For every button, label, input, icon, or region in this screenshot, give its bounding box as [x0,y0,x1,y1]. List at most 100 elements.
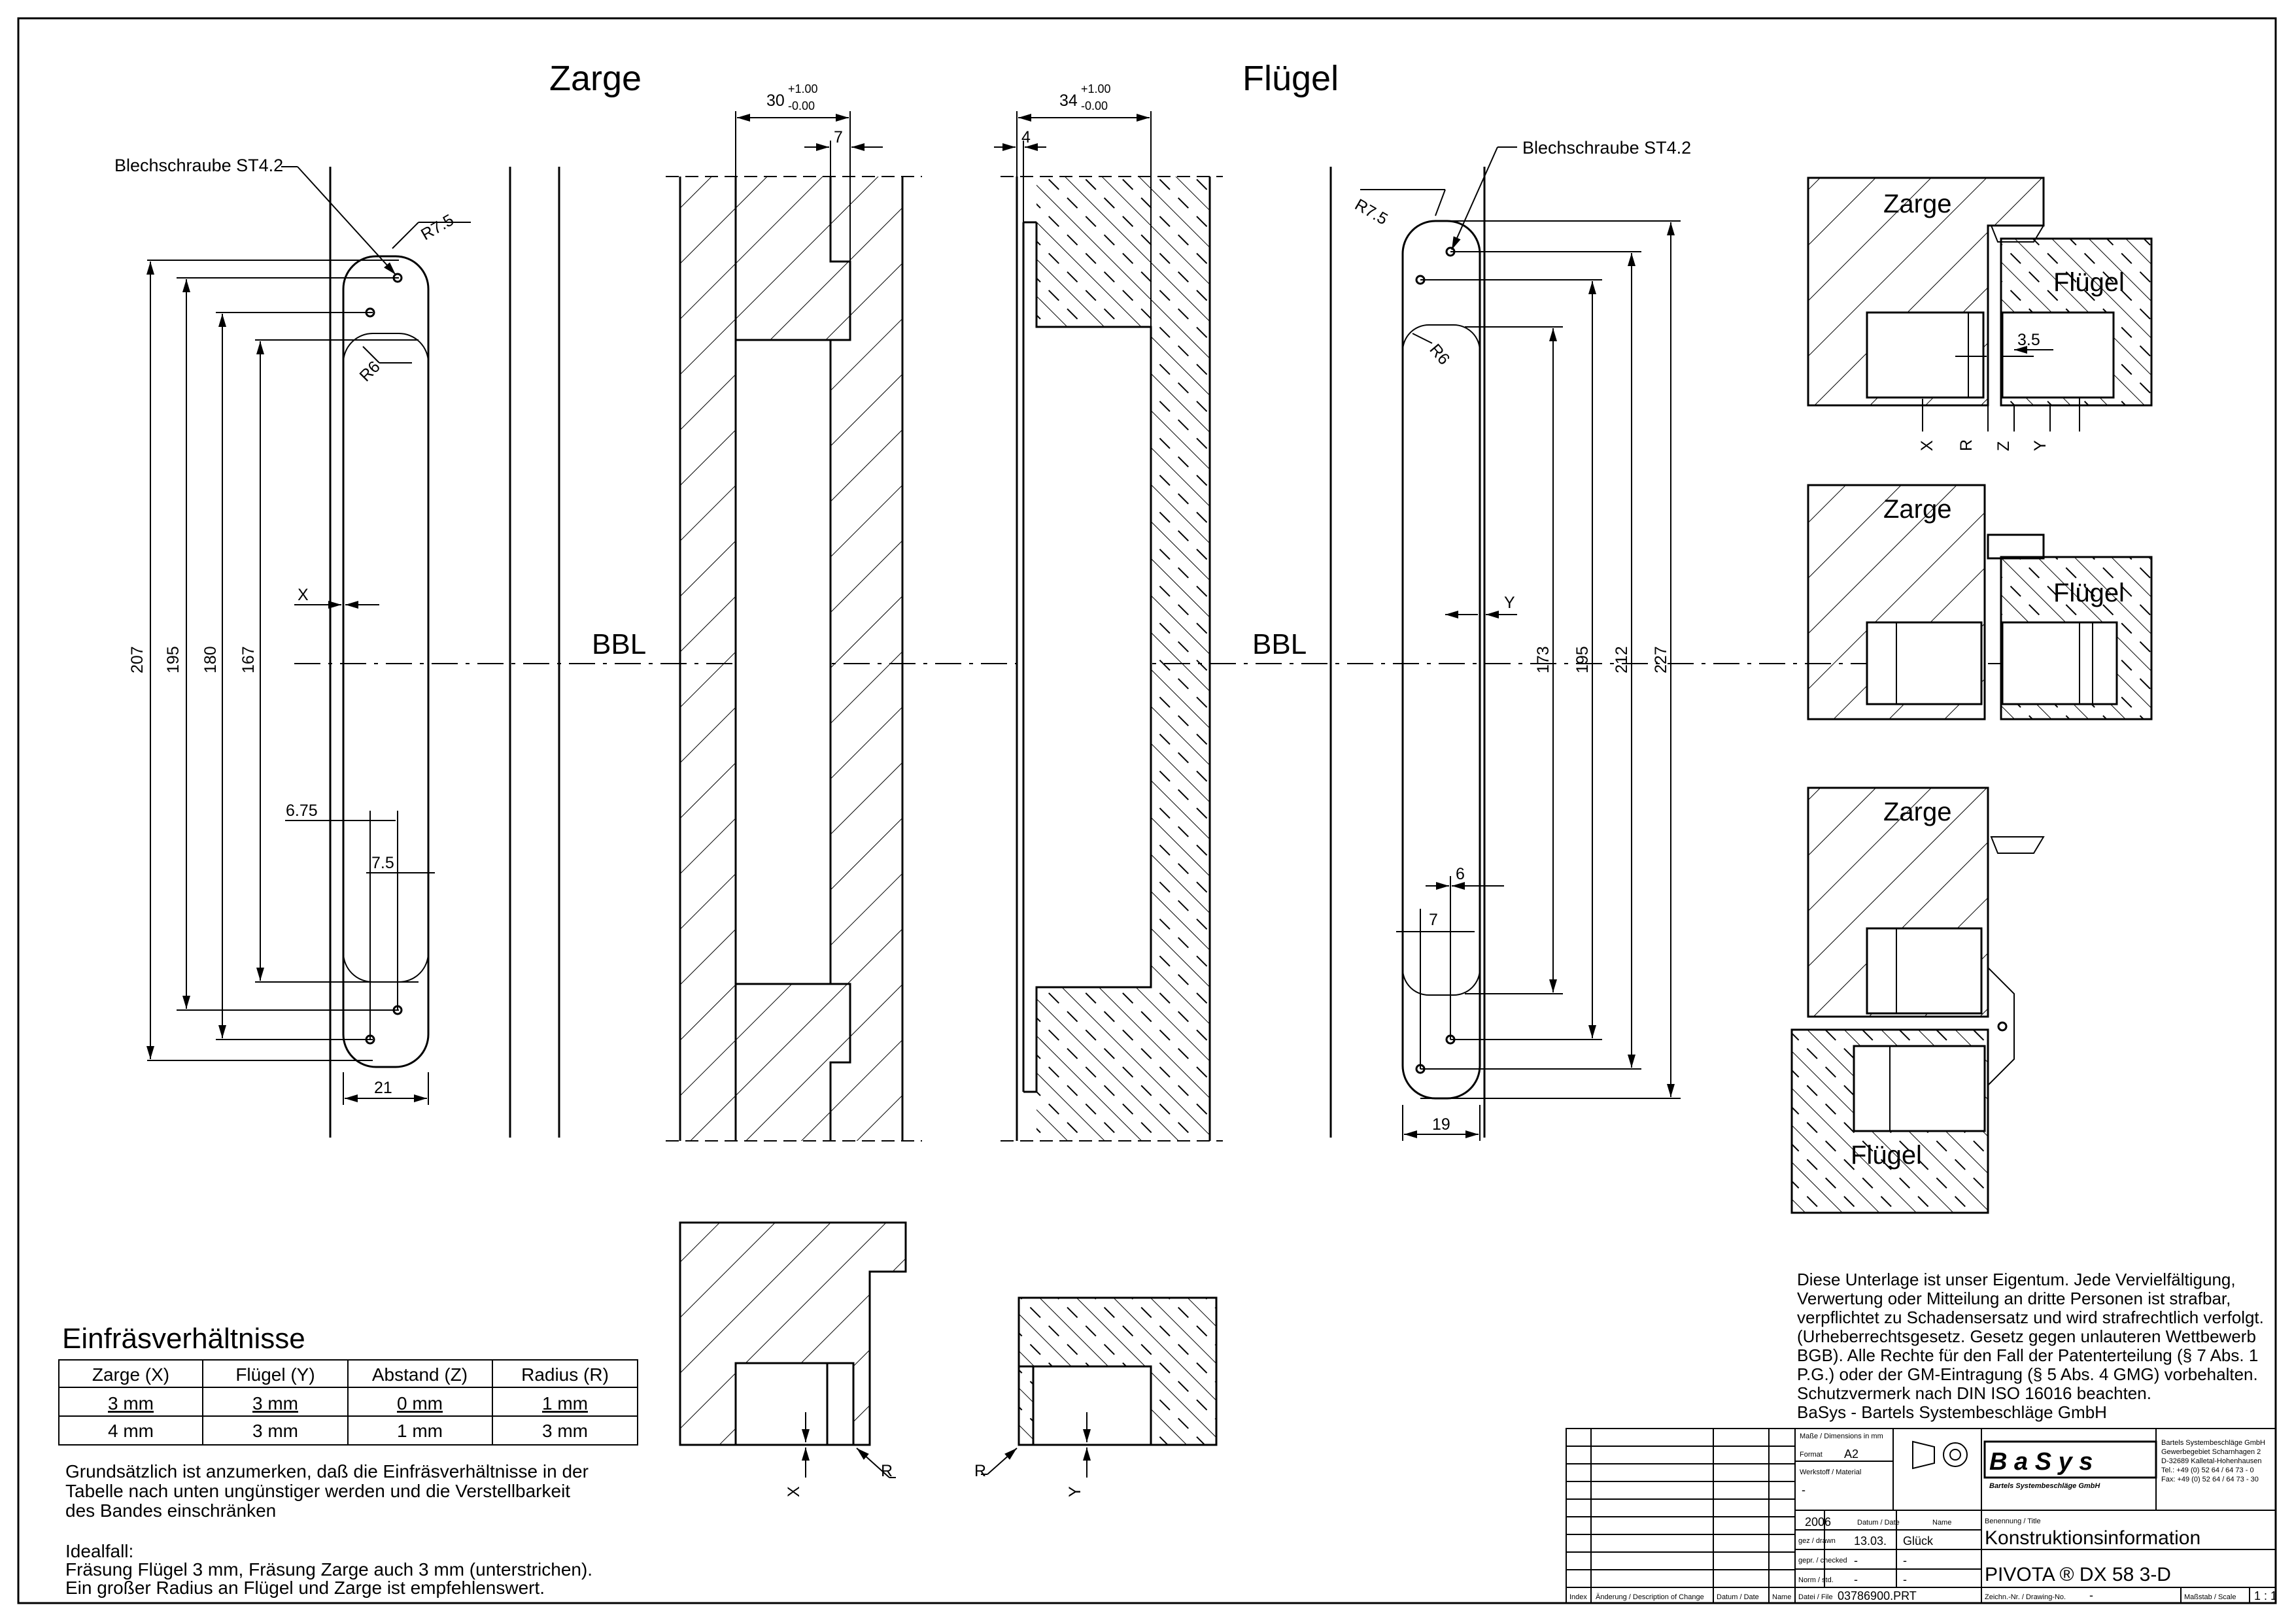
tb-company-line: D-32689 Kalletal-Hohenhausen [2161,1457,2262,1465]
tb-logo: B a S y s [1989,1448,2093,1476]
detail2-fluegel-label: Flügel [2053,579,2125,607]
dim-34-tol-down: -0.00 [1081,99,1108,112]
zarge-section [666,111,922,1142]
screw-label-right: Blechschraube ST4.2 [1522,138,1691,158]
zarge-plate-view [146,166,560,1138]
tb-massstab-label: Maßstab / Scale [2184,1593,2236,1601]
tb-werkstoff-label: Werkstoff / Material [1800,1468,1861,1476]
dim-75-left: 7.5 [371,854,394,872]
tb-logo-sub: Bartels Systembeschläge GmbH [1989,1482,2100,1490]
tb-datei-label: Datei / File [1798,1593,1833,1601]
milling-header-zarge: Zarge (X) [92,1364,169,1385]
dim-173: 173 [1534,646,1552,673]
tb-name-label: Name [1932,1519,1951,1527]
dim-x-left: X [298,586,309,604]
copyright-line: P.G.) oder der GM-Eintragung (§ 5 Abs. 4… [1797,1364,2258,1384]
dim-19: 19 [1432,1115,1450,1134]
tb-datei-value: 03786900.PRT [1838,1589,1917,1602]
dim-r-fluegel: R [974,1462,986,1480]
tb-gepr-label: gepr. / checked [1798,1557,1847,1565]
milling-cell: 0 mm [397,1393,443,1413]
fluegel-section [994,111,1223,1142]
detail-view-2 [1807,484,2153,720]
tb-year: 2006 [1805,1515,1831,1529]
tb-title-2: PIVOTA ® DX 58 3-D [1985,1564,2171,1585]
note-line: Tabelle nach unten ungünstiger werden un… [65,1481,570,1501]
detail1-dim-35: 3.5 [2017,331,2040,349]
dim-7-mid: 7 [834,128,843,146]
tb-gez-name: Glück [1903,1534,1934,1548]
note-line: Idealfall: [65,1541,133,1561]
milling-header-radius: Radius (R) [521,1364,609,1385]
milling-cell: 1 mm [542,1393,588,1413]
tb-company-line: Gewerbegebiet Scharnhagen 2 [2161,1448,2261,1456]
tb-format-label: Format [1800,1451,1823,1459]
zarge-milling-detail [679,1221,907,1478]
screw-label-left: Blechschraube ST4.2 [114,156,283,175]
tb-werkstoff-value: - [1802,1483,1806,1497]
dim-195-right: 195 [1573,646,1592,673]
detail3-zarge-label: Zarge [1883,798,1952,826]
detail1-zarge-label: Zarge [1883,190,1952,218]
copyright-line: Diese Unterlage ist unser Eigentum. Jede… [1797,1270,2236,1289]
milling-table: Einfräsverhältnisse Zarge (X) Flügel (Y)… [58,1323,638,1598]
copyright-line: BGB). Alle Rechte für den Fall der Paten… [1797,1345,2258,1365]
fluegel-plate-view [1329,146,1681,1141]
tb-change-label: Änderung / Description of Change [1596,1593,1704,1601]
dim-r6-right: R6 [1426,341,1453,368]
dim-30-tol-down: -0.00 [788,99,815,112]
detail1-x: X [1918,440,1936,451]
fluegel-milling-detail [981,1296,1218,1478]
detail1-y: Y [2031,440,2049,451]
tb-massstab-value: 1 : 1 [2254,1589,2277,1602]
detail2-zarge-label: Zarge [1883,495,1952,524]
dim-r6-left: R6 [356,358,383,385]
detail1-fluegel-label: Flügel [2053,268,2125,297]
tb-company-line: Tel.: +49 (0) 52 64 / 64 73 - 0 [2161,1466,2254,1474]
milling-cell: 1 mm [397,1421,443,1441]
dim-30: 30 [766,92,785,110]
tb-gez-date: 13.03. [1854,1534,1887,1548]
fluegel-title: Flügel [1242,59,1339,98]
bbl-label-right: BBL [1252,628,1307,660]
dim-r-zarge: R [881,1462,893,1480]
detail-view-3 [1790,787,2045,1214]
copyright-line: verpflichtet zu Schadensersatz und wird … [1797,1308,2264,1327]
tb-company-line: Bartels Systembeschläge GmbH [2161,1439,2265,1447]
dim-212: 212 [1613,646,1631,673]
milling-cell: 3 mm [252,1421,298,1441]
dim-4: 4 [1021,128,1031,146]
dim-r75-right: R7.5 [1352,195,1391,229]
dim-y-bottom: Y [1066,1486,1084,1497]
zarge-title: Zarge [549,59,642,98]
milling-cell: 3 mm [252,1393,298,1413]
tb-norm-date: - [1854,1573,1858,1586]
copyright-line: Schutzvermerk nach DIN ISO 16016 beachte… [1797,1383,2151,1403]
tb-company-line: Fax: +49 (0) 52 64 / 64 73 - 30 [2161,1476,2259,1483]
tb-masse-label: Maße / Dimensions in mm [1800,1432,1883,1440]
bbl-label-left: BBL [592,628,646,660]
milling-cell: 3 mm [542,1421,588,1441]
dim-167: 167 [239,646,258,673]
tb-zeichn-label: Zeichn.-Nr. / Drawing-No. [1985,1593,2066,1601]
sheet-border [17,17,2277,1604]
tb-name2-label: Name [1772,1593,1791,1601]
title-block: Maße / Dimensions in mm Format A2 Werkst… [1566,1428,2277,1604]
dim-675: 6.75 [286,802,318,820]
tb-benennung-label: Benennung / Title [1985,1517,2041,1525]
dim-7-right: 7 [1429,911,1438,929]
dim-195-left: 195 [164,646,182,673]
copyright-line: (Urheberrechtsgesetz. Gesetz gegen unlau… [1797,1327,2256,1346]
detail-view-1 [1807,177,2153,431]
note-line: Ein großer Radius an Flügel und Zarge is… [65,1578,545,1598]
dim-207: 207 [128,646,146,673]
copyright-notice: Diese Unterlage ist unser Eigentum. Jede… [1797,1270,2264,1422]
milling-header-fluegel: Flügel (Y) [235,1364,315,1385]
tb-zeichn-value: - [2089,1589,2093,1602]
tb-gepr-date: - [1854,1554,1858,1567]
dim-x-bottom: X [785,1486,803,1497]
milling-cell: 4 mm [108,1421,154,1441]
drawing-texts: Zarge Flügel BBL BBL Blechschraube ST4.2… [114,59,2125,1497]
